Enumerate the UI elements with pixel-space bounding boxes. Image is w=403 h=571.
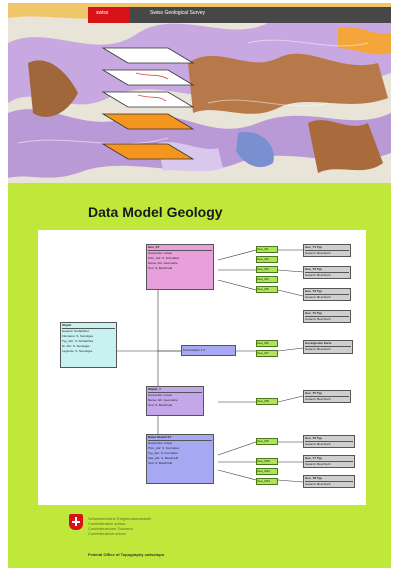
- data-model-diagram: Geo_XY Geometrie: Linear Prim_Attr: S. F…: [38, 230, 366, 505]
- grey-class-box: Geo_T3 Typ Gesamt: Beschreib: [303, 288, 351, 301]
- grey-box-row: Gesamt: Beschreib: [305, 347, 331, 351]
- grey-class-box: Geo_T6 Typ Gesamt: Beschreib: [303, 435, 355, 448]
- grey-box-row: Gesamt: Beschreib: [305, 482, 331, 486]
- blue-box-header: Daten Modell XY: [148, 435, 212, 441]
- header-bar: swiss Swiss Geological Survey: [88, 7, 391, 23]
- grey-box-row: Gesamt: Beschreib: [305, 462, 331, 466]
- purple-box-row: Geometrie: Linear: [148, 393, 173, 397]
- green-link-label: Geo_M1: [256, 246, 278, 253]
- poster: swiss Swiss Geological Survey Data Model…: [8, 3, 391, 568]
- header-left-text: swiss: [96, 10, 109, 16]
- green-link-label: Geo_M7: [256, 350, 278, 357]
- grey-box-header: Geo_T4 Typ: [305, 311, 349, 317]
- federal-line: Confederaziun svizra: [88, 531, 126, 536]
- grey-box-row: Gesamt: Beschreib: [305, 397, 331, 401]
- center-class-box: Konstruktion 1:X: [181, 345, 236, 356]
- grey-class-box: Geo_T5 Typ Gesamt: Beschreib: [303, 390, 351, 403]
- grey-box-row: Gesamt: Beschreib: [305, 251, 331, 255]
- blue-box-row: Prim_Attr: S. Formation: [148, 446, 180, 450]
- pink-box-row: Text: S_Beschreib: [148, 266, 173, 270]
- blue-box-row: Text: S. Beschreib: [148, 461, 173, 465]
- grey-box-header: Geo_T6 Typ: [305, 436, 353, 442]
- office-name: Federal Office of Topography swisstopo: [88, 552, 165, 557]
- grey-box-row: Gesamt: Beschreib: [305, 295, 331, 299]
- cyan-box-row: Flurname: S. Sonstiges: [62, 334, 94, 338]
- purple-box-row: Name: Attr. Geometrie: [148, 398, 178, 402]
- green-link-label: Geo_M12: [256, 478, 278, 485]
- pink-box-row: Geometrie: Linear: [148, 251, 173, 255]
- federal-line: Confederazione Svizzera: [88, 526, 133, 531]
- purple-box-row: Text: S. Beschreib: [148, 403, 173, 407]
- cyan-box-row: Gesamt: Surfattribut: [62, 329, 89, 333]
- grey-box-header: Geo_T7 Typ: [305, 456, 353, 462]
- center-box-label: Konstruktion 1:X: [183, 348, 206, 352]
- map-illustration: [8, 3, 391, 183]
- grey-box-header: Geo_T8 Typ: [305, 476, 353, 482]
- grey-class-box: Geo_T1 Typ Gesamt: Beschreib: [303, 244, 351, 257]
- grey-class-box: Geo_T2 Typ Gesamt: Beschreib: [303, 266, 351, 279]
- green-link-label: Geo_M3: [256, 266, 278, 273]
- green-link-label: Geo_M9: [256, 438, 278, 445]
- grey-box-header: Geo_T2 Typ: [305, 267, 349, 273]
- federal-text: Schweizerische Eidgenossenschaft Confédé…: [88, 516, 151, 536]
- federal-line: Confédération suisse: [88, 521, 126, 526]
- cyan-box-header: Objekt: [62, 323, 115, 329]
- pink-box-header: Geo_XY: [148, 245, 212, 251]
- grey-class-box: Geo_T8 Typ Gesamt: Beschreib: [303, 475, 355, 488]
- cyan-box-row: Legende: S. Sonstiges: [62, 349, 93, 353]
- blue-box-row: Typ_Attr: S. Formation: [148, 451, 179, 455]
- green-link-label: Geo_M8: [256, 398, 278, 405]
- grey-box-header: Geo_T1 Typ: [305, 245, 349, 251]
- green-link-label: Geo_M5: [256, 286, 278, 293]
- cyan-box-row: Nr. Attr: S. Sonstiges: [62, 344, 90, 348]
- pink-box-row: Name: Attr. Geometrie: [148, 261, 178, 265]
- header-right-text: Swiss Geological Survey: [150, 10, 206, 16]
- cyan-box-row: Typ_Attr: S. Surfattribut: [62, 339, 94, 343]
- green-link-label: Geo_M6: [256, 340, 278, 347]
- pink-box-row: Prim_Attr: S. Formation: [148, 256, 180, 260]
- swiss-logo-block: [88, 7, 130, 23]
- federal-line: Schweizerische Eidgenossenschaft: [88, 516, 151, 521]
- pink-class-box: Geo_XY Geometrie: Linear Prim_Attr: S. F…: [146, 244, 214, 290]
- grey-box-row: Gesamt: Beschreib: [305, 317, 331, 321]
- grey-box-header: Geo_T5 Typ: [305, 391, 349, 397]
- cyan-class-box: Objekt Gesamt: Surfattribut Flurname: S.…: [60, 322, 117, 368]
- grey-class-box: Geo_T7 Typ Gesamt: Beschreib: [303, 455, 355, 468]
- blue-box-row: Geometrie: Linear: [148, 441, 173, 445]
- green-link-label: Geo_M10: [256, 458, 278, 465]
- grey-box-row: Gesamt: Beschreib: [305, 273, 331, 277]
- green-link-label: Geo_M4: [256, 276, 278, 283]
- purple-box-header: Objekt_Y: [148, 387, 202, 393]
- grey-class-box: Geo_T4 Typ Gesamt: Beschreib: [303, 310, 351, 323]
- green-link-label: Geo_M11: [256, 468, 278, 475]
- grey-box-row: Gesamt: Beschreib: [305, 442, 331, 446]
- grey-class-box: Geologische Karte Gesamt: Beschreib: [303, 340, 353, 354]
- grey-box-header: Geologische Karte: [305, 341, 351, 347]
- grey-box-header: Geo_T3 Typ: [305, 289, 349, 295]
- page-title: Data Model Geology: [88, 204, 223, 220]
- blue-box-row: Sek_Attr: S. Beschreib: [148, 456, 179, 460]
- purple-class-box: Objekt_Y Geometrie: Linear Name: Attr. G…: [146, 386, 204, 416]
- green-link-label: Geo_M2: [256, 256, 278, 263]
- geological-map-image: swiss Swiss Geological Survey: [8, 3, 391, 183]
- swiss-flag-icon: [69, 514, 83, 530]
- blue-class-box: Daten Modell XY Geometrie: Linear Prim_A…: [146, 434, 214, 484]
